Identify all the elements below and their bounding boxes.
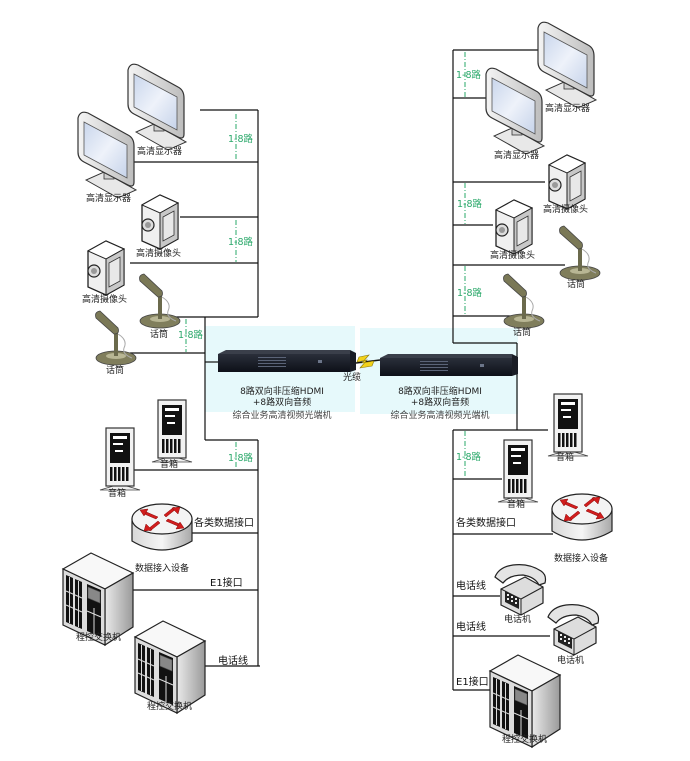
left-e1-interface-label: E1接口 <box>210 578 243 589</box>
right-e1-interface-label: E1接口 <box>456 677 489 688</box>
right-speaker-1-icon <box>547 393 589 457</box>
right-unit-name: 综合业务高清视频光端机 <box>390 411 490 421</box>
left-phone-line-label: 电话线 <box>218 656 248 667</box>
left-pbx-1-icon <box>62 552 134 646</box>
right-camera-1-label: 高清摄像头 <box>543 205 589 215</box>
right-phone-line-2-label: 电话线 <box>456 622 486 633</box>
right-channel-label-speakers: 1-8路 <box>456 452 482 463</box>
right-monitor-2-label: 高清显示器 <box>494 151 540 161</box>
right-camera-1-icon <box>548 154 586 210</box>
right-mic-1-icon <box>559 225 601 281</box>
left-camera-1-icon <box>141 194 179 250</box>
right-phone-1-label: 电话机 <box>504 615 532 625</box>
left-wiring <box>130 109 260 667</box>
left-pbx-2-label: 程控交换机 <box>147 702 193 712</box>
right-wiring <box>452 49 565 691</box>
right-pbx-icon <box>489 654 561 748</box>
right-phone-2-label: 电话机 <box>557 656 585 666</box>
right-mic-2-icon <box>503 273 545 329</box>
left-data-interface-label: 各类数据接口 <box>194 518 254 529</box>
right-unit-spec-1: 8路双向非压缩HDMI <box>398 387 482 397</box>
left-unit-spec-2: +8路双向音频 <box>252 398 312 408</box>
left-speaker-2-label: 音箱 <box>108 489 127 499</box>
right-pbx-label: 程控交换机 <box>502 735 548 745</box>
left-mic-2-label: 话筒 <box>106 366 125 376</box>
right-channel-label-monitors: 1-8路 <box>456 70 482 81</box>
right-data-device-icon <box>551 493 613 541</box>
right-optical-transceiver-icon <box>380 354 518 376</box>
left-camera-1-label: 高清摄像头 <box>136 249 182 259</box>
fiber-label: 光缆 <box>342 373 362 383</box>
left-channel-label-cameras: 1-8路 <box>228 237 254 248</box>
right-phone-1-icon <box>494 563 547 616</box>
left-channel-label-monitors: 1-8路 <box>228 134 254 145</box>
left-pbx-2-icon <box>134 620 206 714</box>
left-camera-2-icon <box>87 240 125 296</box>
right-speaker-1-label: 音箱 <box>556 453 575 463</box>
right-data-interface-label: 各类数据接口 <box>456 518 516 529</box>
left-unit-name: 综合业务高清视频光端机 <box>232 411 332 421</box>
left-camera-2-label: 高清摄像头 <box>82 295 128 305</box>
left-speaker-1-icon <box>151 399 193 463</box>
right-speaker-2-label: 音箱 <box>507 500 526 510</box>
right-channel-label-mics: 1-8路 <box>457 288 483 299</box>
fiber-bolt-icon <box>356 354 375 369</box>
left-pbx-1-label: 程控交换机 <box>76 633 122 643</box>
right-camera-2-icon <box>495 199 533 255</box>
left-mic-1-label: 话筒 <box>150 330 169 340</box>
right-camera-2-label: 高清摄像头 <box>490 251 536 261</box>
left-optical-transceiver-icon <box>218 350 356 372</box>
left-channel-label-mics: 1-8路 <box>178 330 204 341</box>
right-monitor-1-label: 高清显示器 <box>545 104 591 114</box>
left-speaker-2-icon <box>99 427 141 491</box>
right-monitor-1-icon <box>537 21 597 109</box>
right-channel-label-cameras: 1-8路 <box>457 199 483 210</box>
left-monitor-2-label: 高清显示器 <box>86 194 132 204</box>
left-data-device-icon <box>131 503 193 551</box>
right-monitor-2-icon <box>485 67 545 155</box>
left-channel-label-speakers: 1-8路 <box>228 453 254 464</box>
left-speaker-1-label: 音箱 <box>160 460 179 470</box>
left-mic-1-icon <box>139 273 181 329</box>
left-monitor-1-icon <box>127 63 187 151</box>
right-phone-line-1-label: 电话线 <box>456 581 486 592</box>
fiber-link <box>355 354 381 369</box>
right-unit-spec-2: +8路双向音频 <box>410 398 470 408</box>
left-channel-markers <box>185 114 237 469</box>
left-unit-spec-1: 8路双向非压缩HDMI <box>240 387 324 397</box>
right-mic-2-label: 话筒 <box>513 328 532 338</box>
right-phone-2-icon <box>547 603 600 656</box>
left-monitor-1-label: 高清显示器 <box>137 147 183 157</box>
left-mic-2-icon <box>95 310 137 366</box>
right-speaker-2-icon <box>497 439 539 503</box>
left-monitor-2-icon <box>77 111 137 199</box>
right-data-device-label: 数据接入设备 <box>554 554 609 564</box>
right-mic-1-label: 话筒 <box>567 280 586 290</box>
left-data-device-label: 数据接入设备 <box>135 564 190 574</box>
